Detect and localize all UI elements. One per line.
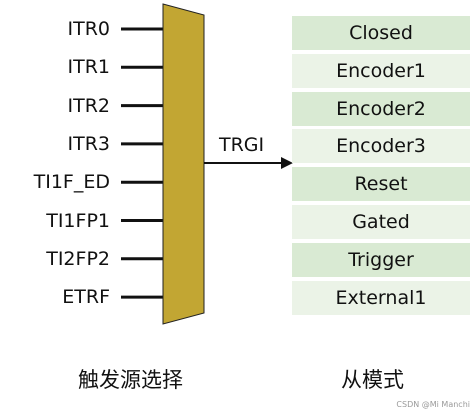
slave-mode-item: External1 xyxy=(292,280,470,315)
trgi-arrow-head xyxy=(281,157,293,169)
input-lines xyxy=(121,27,163,299)
slave-mode-item: Encoder2 xyxy=(292,91,470,126)
caption-slave-mode: 从模式 xyxy=(341,368,404,392)
input-label: ITR2 xyxy=(67,94,111,117)
slave-mode-item: Trigger xyxy=(292,242,470,277)
trgi-label: TRGI xyxy=(219,134,265,156)
input-label: ETRF xyxy=(62,286,110,309)
input-label: ITR0 xyxy=(67,18,111,40)
slave-mode-item: Reset xyxy=(292,167,470,202)
input-label: TI2FP2 xyxy=(46,247,110,270)
input-label: ITR1 xyxy=(67,56,111,79)
slave-mode-item: Encoder1 xyxy=(292,53,470,88)
watermark: CSDN @Mi Manchi xyxy=(396,400,470,409)
slave-mode-item: Encoder3 xyxy=(292,129,470,164)
caption-trigger-select: 触发源选择 xyxy=(78,368,183,392)
input-label: TI1F_ED xyxy=(33,171,110,194)
trigger-mux-trapezoid xyxy=(162,3,205,325)
slave-mode-item: Closed xyxy=(292,16,470,50)
input-label: TI1FP1 xyxy=(46,209,110,232)
input-label: ITR3 xyxy=(67,132,111,155)
slave-mode-item: Gated xyxy=(292,205,470,239)
